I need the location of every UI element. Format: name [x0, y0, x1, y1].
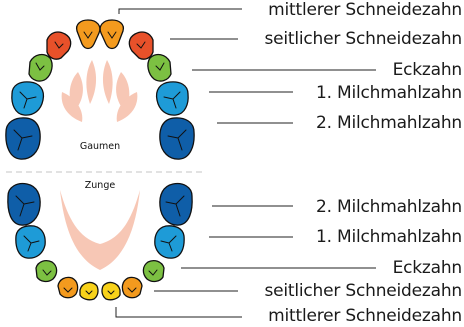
upper-lateral-incisor-right-tooth [128, 31, 154, 60]
label-lower-second-molar: 2. Milchmahlzahn [315, 197, 462, 217]
label-upper-lateral-incisor: seitlicher Schneidezahn [264, 29, 462, 49]
upper-central-incisor-right-tooth [99, 19, 125, 50]
lower-lateral-incisor-right-tooth [121, 276, 143, 299]
lower-central-incisor-right-tooth [101, 281, 121, 301]
upper-second-molar-right-tooth [159, 117, 195, 160]
label-lower-central-incisor: mittlerer Schneidezahn [268, 306, 462, 326]
upper-lateral-incisor-left-tooth [46, 31, 72, 60]
upper-second-molar-left-tooth [5, 117, 41, 160]
label-upper-first-molar: 1. Milchmahlzahn [315, 83, 462, 103]
upper-canine-left-tooth [28, 53, 53, 82]
palate-label: Gaumen [80, 141, 120, 152]
lower-teeth [7, 182, 193, 301]
lower-canine-left-tooth [35, 260, 58, 283]
tongue-shape [60, 190, 140, 270]
label-lower-lateral-incisor: seitlicher Schneidezahn [264, 281, 462, 301]
tongue-label: Zunge [85, 180, 116, 191]
label-lower-canine: Eckzahn [392, 258, 463, 278]
upper-teeth [5, 19, 195, 160]
palate-shape [61, 60, 138, 122]
leader-lines [115, 8, 376, 318]
label-upper-canine: Eckzahn [392, 60, 463, 80]
label-upper-second-molar: 2. Milchmahlzahn [315, 113, 462, 133]
tooth-markings [13, 31, 187, 295]
lower-central-incisor-left-tooth [79, 281, 99, 301]
lower-lateral-incisor-left-tooth [57, 276, 79, 299]
label-upper-central-incisor: mittlerer Schneidezahn [268, 0, 462, 20]
lower-canine-right-tooth [142, 260, 165, 283]
label-lower-first-molar: 1. Milchmahlzahn [315, 227, 462, 247]
upper-central-incisor-left-tooth [75, 19, 101, 50]
upper-canine-right-tooth [147, 53, 172, 82]
